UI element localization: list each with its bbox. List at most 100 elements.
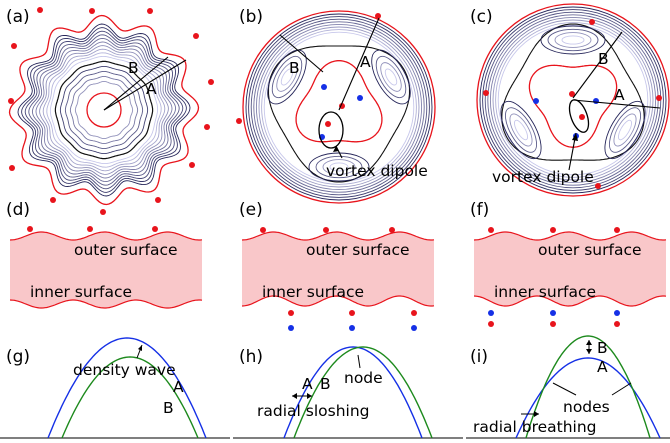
density-contour: [49, 55, 159, 165]
vortex-dipole-label: vortex dipole: [492, 168, 594, 186]
density-contour: [613, 113, 637, 147]
density-contour: [561, 35, 585, 45]
breathing-arrowhead: [534, 411, 539, 417]
blue-vortex: [321, 84, 327, 90]
dipole-arrowhead: [333, 146, 339, 152]
panel-label-b: (b): [239, 7, 263, 27]
density-wave-label: density wave: [73, 361, 176, 379]
cut-label-a: A: [360, 53, 371, 71]
surface-bands: [9, 231, 667, 309]
outer-boundary: [242, 10, 436, 204]
density-wave-arrowhead: [138, 345, 142, 351]
blue-vortex: [550, 310, 556, 316]
density-contour: [315, 155, 363, 179]
density-contour: [497, 24, 649, 176]
red-vortex: [260, 227, 266, 233]
density-contour: [28, 34, 180, 186]
density-contour: [35, 41, 173, 179]
curve-label-a: A: [173, 378, 184, 396]
red-vortex: [147, 8, 153, 14]
blue-vortex: [614, 310, 620, 316]
density-contour: [248, 16, 430, 198]
inner-surface-line: [9, 299, 203, 309]
density-contour: [31, 37, 177, 183]
condensate-band: [474, 232, 666, 306]
density-contour: [509, 113, 533, 147]
red-vortex: [37, 7, 43, 13]
curve-a: [515, 357, 661, 439]
outer-surface-label: outer surface: [306, 241, 410, 259]
nodes-label: nodes: [563, 398, 610, 416]
red-vortex: [236, 118, 242, 124]
panel-label-f: (f): [470, 200, 489, 220]
blue-vortex: [349, 325, 355, 331]
red-vortex: [550, 227, 556, 233]
red-vortex: [208, 79, 214, 85]
density-contour: [618, 119, 632, 141]
outer-surface-label: outer surface: [538, 241, 642, 259]
red-vortex: [323, 227, 329, 233]
red-vortex: [11, 43, 17, 49]
curve-a: [47, 337, 207, 439]
density-contour: [267, 49, 307, 105]
cut-line-b: [279, 34, 324, 73]
condensate-band: [242, 232, 434, 306]
node-pointer: [357, 354, 361, 369]
curve-label-a: A: [302, 375, 313, 393]
cut-line-a: [103, 59, 187, 111]
node-pointer-left: [552, 382, 577, 396]
density-contour: [495, 22, 651, 178]
red-vortex: [488, 321, 494, 327]
density-contour: [59, 65, 149, 155]
outer-surface-label: outer surface: [74, 241, 178, 259]
density-contour: [547, 28, 599, 52]
panel-label-h: (h): [239, 347, 263, 367]
density-contour: [17, 23, 191, 197]
red-vortex: [50, 197, 56, 203]
curve-label-b: B: [163, 399, 174, 417]
density-contour: [554, 32, 592, 48]
outer-surface-line: [241, 231, 435, 241]
outer-surface-line: [473, 231, 667, 241]
density-contour: [250, 18, 428, 196]
red-vortex: [411, 310, 417, 316]
density-contour: [500, 100, 542, 160]
cut-line-a: [572, 99, 661, 109]
density-contour: [276, 62, 298, 92]
density-contour: [64, 70, 144, 150]
radial-breathing-label: radial breathing: [473, 418, 597, 436]
radial-profiles: [0, 335, 670, 439]
cut-line-a: [338, 17, 380, 111]
inner-surface-label: inner surface: [494, 283, 596, 301]
red-vortex: [550, 321, 556, 327]
curve-a: [283, 346, 423, 439]
density-contour: [253, 21, 425, 193]
cut-label-b: B: [598, 50, 609, 68]
outer-boundary: [476, 3, 670, 197]
red-vortex: [349, 310, 355, 316]
cut-label-a: A: [146, 80, 157, 98]
density-contour: [504, 107, 538, 153]
density-contour: [74, 80, 134, 140]
density-contour: [42, 48, 166, 172]
density-contour: [271, 55, 303, 99]
red-vortex: [27, 226, 33, 232]
inner-surface-line: [473, 295, 667, 307]
density-contour: [54, 60, 154, 160]
density-contour: [280, 68, 294, 86]
red-vortex: [614, 321, 620, 327]
radial-sloshing-label: radial sloshing: [257, 402, 369, 420]
breathing-gap-arrowhead-top: [586, 340, 592, 345]
curve-b: [61, 356, 199, 439]
panel-label-d: (d): [6, 200, 30, 220]
red-vortex: [589, 19, 595, 25]
sloshing-arrowhead-right: [307, 393, 312, 399]
blue-vortex: [411, 325, 417, 331]
density-contour: [384, 68, 398, 86]
density-contour: [322, 159, 356, 175]
red-vortex: [288, 310, 294, 316]
red-vortex: [325, 121, 331, 127]
inner-surface-line: [241, 295, 435, 307]
red-vortex: [9, 165, 15, 171]
